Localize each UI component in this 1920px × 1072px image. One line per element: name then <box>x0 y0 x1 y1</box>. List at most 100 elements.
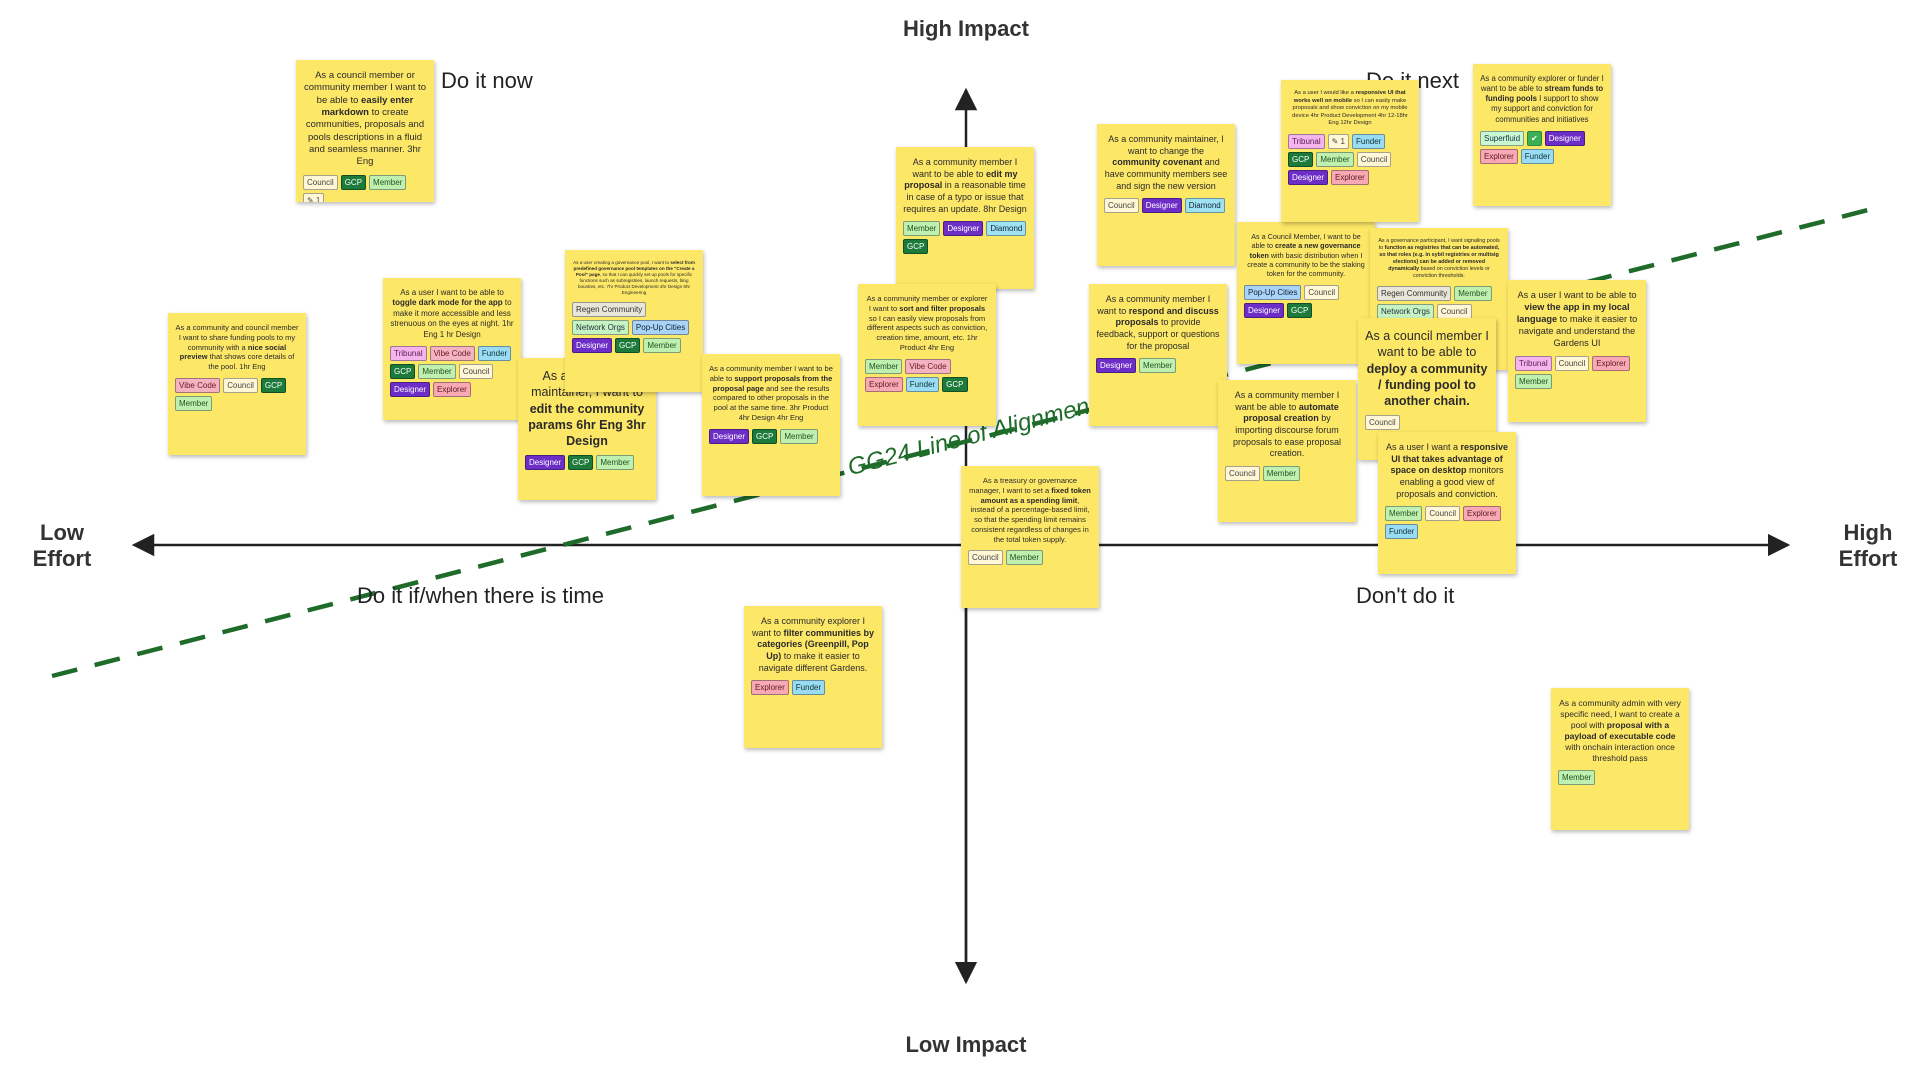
tag-explorer[interactable]: Explorer <box>751 680 789 696</box>
tag-explorer[interactable]: Explorer <box>1331 169 1369 185</box>
tag-vibe-code[interactable]: Vibe Code <box>175 377 221 393</box>
tag-funder[interactable]: Funder <box>1520 148 1555 164</box>
tag-explorer[interactable]: Explorer <box>865 376 903 392</box>
tag-tribunal[interactable]: Tribunal <box>1515 355 1552 371</box>
tag-member[interactable]: Member <box>1558 770 1596 786</box>
sticky-note-respond-discuss-proposals[interactable]: As a community member I want to respond … <box>1089 284 1227 426</box>
sticky-note-executable-code-pool[interactable]: As a community admin with very specific … <box>1551 688 1689 830</box>
sticky-note-create-governance-token[interactable]: As a Council Member, I want to be able t… <box>1237 222 1375 364</box>
tag-gcp[interactable]: GCP <box>1288 151 1314 167</box>
tag-designer[interactable]: Designer <box>525 455 566 471</box>
tag-funder[interactable]: Funder <box>791 680 826 696</box>
tag-member[interactable]: Member <box>903 221 941 237</box>
tag-vibe-code[interactable]: Vibe Code <box>905 358 951 374</box>
sticky-note-governance-pool-templates[interactable]: As a user creating a governance pool, I … <box>565 250 703 392</box>
tag-council[interactable]: Council <box>1436 304 1472 320</box>
tag-member[interactable]: Member <box>175 395 213 411</box>
tag-gcp[interactable]: GCP <box>568 455 594 471</box>
tag-diamond[interactable]: Diamond <box>986 221 1027 237</box>
tag-member[interactable]: Member <box>865 358 903 374</box>
tag-gcp[interactable]: GCP <box>942 376 968 392</box>
tag-council[interactable]: Council <box>1356 151 1392 167</box>
sticky-note-stream-funds[interactable]: As a community explorer or funder I want… <box>1473 64 1611 206</box>
tag-designer[interactable]: Designer <box>572 337 613 353</box>
sticky-note-change-community-covenant[interactable]: As a community maintainer, I want to cha… <box>1097 124 1235 266</box>
tag-council[interactable]: Council <box>1104 198 1139 214</box>
tag-member[interactable]: Member <box>643 337 681 353</box>
tag-council[interactable]: Council <box>223 377 258 393</box>
tag-designer[interactable]: Designer <box>1096 358 1137 374</box>
tag-designer[interactable]: Designer <box>1141 198 1182 214</box>
tag-pop-up-cities[interactable]: Pop-Up Cities <box>631 319 690 335</box>
tag-explorer[interactable]: Explorer <box>1463 506 1501 522</box>
sticky-note-share-funding-pools[interactable]: As a community and council member I want… <box>168 313 306 455</box>
tag-diamond[interactable]: Diamond <box>1184 198 1225 214</box>
tag-designer[interactable]: Designer <box>1288 169 1329 185</box>
tag-funder[interactable]: Funder <box>1351 133 1386 149</box>
tag-gcp[interactable]: GCP <box>390 363 416 379</box>
sticky-note-toggle-dark-mode[interactable]: As a user I want to be able to toggle da… <box>383 278 521 420</box>
tag-gcp[interactable]: GCP <box>1287 302 1313 318</box>
tag-gcp[interactable]: GCP <box>903 239 929 255</box>
tag-tribunal[interactable]: Tribunal <box>1288 133 1325 149</box>
tag-member[interactable]: Member <box>1454 286 1492 302</box>
tag-member[interactable]: Member <box>596 455 634 471</box>
sticky-note-automate-proposal-creation[interactable]: As a community member I want be able to … <box>1218 380 1356 522</box>
tag-designer[interactable]: Designer <box>943 221 984 237</box>
tag-superfluid[interactable]: Superfluid <box>1480 130 1525 146</box>
tag-member[interactable]: Member <box>1316 151 1354 167</box>
tag-regen-community[interactable]: Regen Community <box>572 301 647 317</box>
tag-member[interactable]: Member <box>1005 550 1044 566</box>
tag-member[interactable]: Member <box>1515 373 1553 389</box>
tag-designer[interactable]: Designer <box>1244 302 1285 318</box>
sticky-note-desktop-space[interactable]: As a user I want a responsive UI that ta… <box>1378 432 1516 574</box>
tag-designer[interactable]: Designer <box>709 428 750 444</box>
tag-explorer[interactable]: Explorer <box>1480 148 1518 164</box>
tag-tribunal[interactable]: Tribunal <box>390 345 427 361</box>
tag-council[interactable]: Council <box>1554 355 1590 371</box>
tag-gcp[interactable]: GCP <box>752 428 778 444</box>
tag-1[interactable]: ✎ 1 <box>303 192 325 202</box>
tag-member[interactable]: Member <box>418 363 456 379</box>
sticky-note-responsive-mobile-ui[interactable]: As a user I would like a responsive UI t… <box>1281 80 1419 222</box>
tag-council[interactable]: Council <box>1304 284 1340 300</box>
sticky-note-edit-my-proposal[interactable]: As a community member I want to be able … <box>896 147 1034 289</box>
sticky-note-filter-communities[interactable]: As a community explorer I want to filter… <box>744 606 882 748</box>
tag-pop-up-cities[interactable]: Pop-Up Cities <box>1244 284 1302 300</box>
sticky-note-support-proposals-page[interactable]: As a community member I want to be able … <box>702 354 840 496</box>
tag-explorer[interactable]: Explorer <box>433 381 471 397</box>
tag-council[interactable]: Council <box>968 550 1003 566</box>
tag-gcp[interactable]: GCP <box>615 337 641 353</box>
tag-designer[interactable]: Designer <box>1544 130 1585 146</box>
tag-1[interactable]: ✎ 1 <box>1327 133 1349 149</box>
tag-council[interactable]: Council <box>1425 506 1461 522</box>
tag-member[interactable]: Member <box>1139 358 1177 374</box>
tag-vibe-code[interactable]: Vibe Code <box>429 345 475 361</box>
tag-member[interactable]: Member <box>369 174 407 190</box>
tag-council[interactable]: Council <box>1365 415 1400 431</box>
tag-member[interactable]: Member <box>1385 506 1423 522</box>
tag-network-orgs[interactable]: Network Orgs <box>572 319 629 335</box>
tag-council[interactable]: Council <box>458 363 494 379</box>
tag-regen-community[interactable]: Regen Community <box>1377 286 1452 302</box>
tag-council[interactable]: Council <box>303 174 338 190</box>
sticky-note-fixed-token-amount[interactable]: As a treasury or governance manager, I w… <box>961 466 1099 608</box>
tag-explorer[interactable]: Explorer <box>1592 355 1631 371</box>
sticky-note-local-language[interactable]: As a user I want to be able to view the … <box>1508 280 1646 422</box>
tag-[interactable]: ✔ <box>1527 130 1542 146</box>
tag-council[interactable]: Council <box>1225 466 1260 482</box>
sticky-note-easily-enter-markdown[interactable]: As a council member or community member … <box>296 60 434 202</box>
tag-funder[interactable]: Funder <box>1385 524 1419 540</box>
tag-network-orgs[interactable]: Network Orgs <box>1377 304 1434 320</box>
tag-funder[interactable]: Funder <box>477 345 512 361</box>
tag-gcp[interactable]: GCP <box>260 377 287 393</box>
tag-funder[interactable]: Funder <box>905 376 940 392</box>
tag-designer[interactable]: Designer <box>390 381 431 397</box>
sticky-note-sort-filter-proposals[interactable]: As a community member or explorer I want… <box>858 284 996 426</box>
tag-member[interactable]: Member <box>1262 466 1301 482</box>
tag-member[interactable]: Member <box>780 428 818 444</box>
tag-gcp[interactable]: GCP <box>340 174 367 190</box>
sticky-note-text: As a community explorer or funder I want… <box>1480 74 1604 124</box>
